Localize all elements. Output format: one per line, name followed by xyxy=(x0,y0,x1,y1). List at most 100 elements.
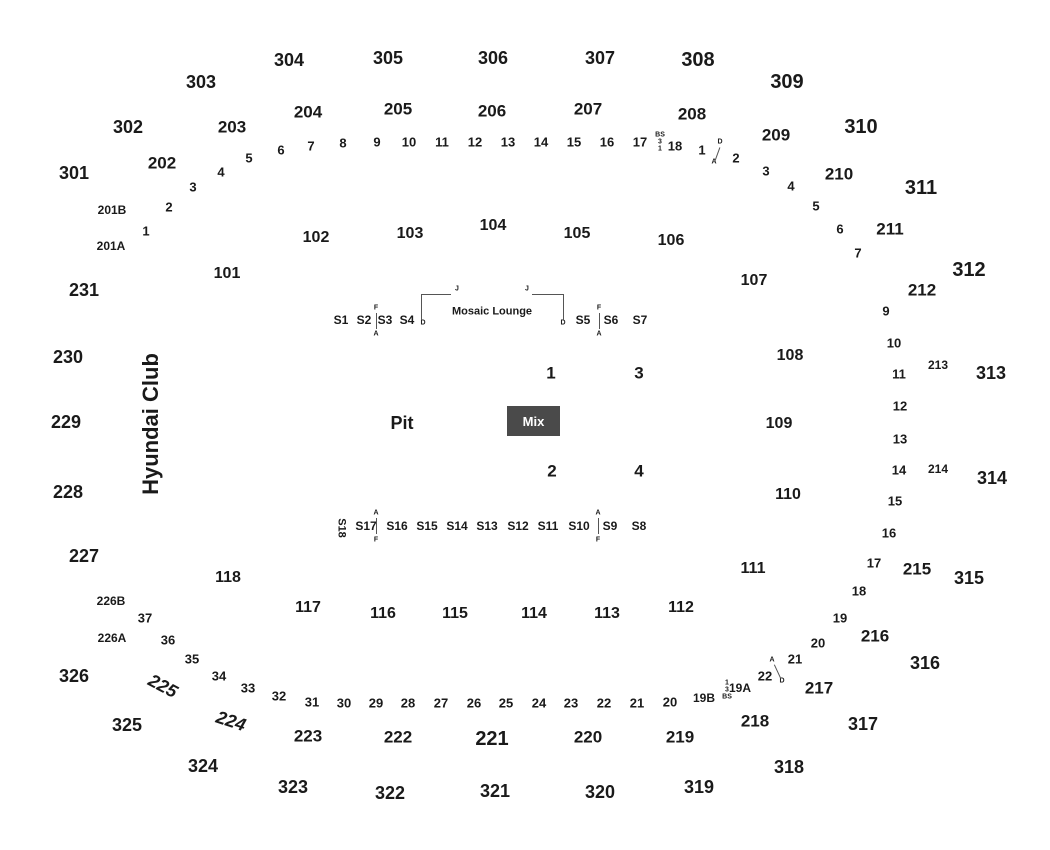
suite-row-2-19[interactable]: 2 xyxy=(732,150,740,166)
suite-row-22-41[interactable]: 22 xyxy=(596,695,612,711)
section-302[interactable]: 302 xyxy=(112,117,144,137)
section-117[interactable]: 117 xyxy=(295,599,321,616)
suite-row-16-15[interactable]: 16 xyxy=(599,134,615,150)
section-109[interactable]: 109 xyxy=(765,415,793,432)
suite-row-1-0[interactable]: 1 xyxy=(142,223,150,239)
suite-row-8-7[interactable]: 8 xyxy=(339,135,347,151)
suite-row-20-39[interactable]: 20 xyxy=(662,694,678,710)
floor-section-4[interactable]: 4 xyxy=(634,461,644,481)
section-118[interactable]: 118 xyxy=(215,569,241,586)
section-310[interactable]: 310 xyxy=(844,116,878,138)
section-104[interactable]: 104 xyxy=(479,217,507,234)
section-318[interactable]: 318 xyxy=(773,757,805,777)
section-107[interactable]: 107 xyxy=(740,272,768,289)
mosaic-lounge-label[interactable]: Mosaic Lounge xyxy=(451,305,533,318)
suite-row-10-9[interactable]: 10 xyxy=(401,134,417,150)
suite-row-9-8[interactable]: 9 xyxy=(373,134,381,150)
section-323[interactable]: 323 xyxy=(277,777,309,797)
suite-row-21-37[interactable]: 21 xyxy=(787,651,803,667)
suite-row-4-3[interactable]: 4 xyxy=(217,164,225,180)
suite-row-14-13[interactable]: 14 xyxy=(533,134,549,150)
stage-seat-S17[interactable]: S17 xyxy=(355,519,377,533)
suite-row-20-36[interactable]: 20 xyxy=(810,635,826,651)
section-106[interactable]: 106 xyxy=(657,232,685,249)
suite-row-34-53[interactable]: 34 xyxy=(211,668,227,684)
section-115[interactable]: 115 xyxy=(442,605,468,622)
suite-row-16-32[interactable]: 16 xyxy=(881,525,897,541)
section-203[interactable]: 203 xyxy=(217,117,247,137)
stage-seat-S15[interactable]: S15 xyxy=(416,519,438,533)
stage-seat-S4[interactable]: S4 xyxy=(399,313,415,327)
suite-row-17-33[interactable]: 17 xyxy=(866,555,882,571)
section-108[interactable]: 108 xyxy=(776,347,804,364)
section-226A[interactable]: 226A xyxy=(97,631,127,645)
section-208[interactable]: 208 xyxy=(677,104,707,124)
suite-row-12-11[interactable]: 12 xyxy=(467,134,483,150)
section-207[interactable]: 207 xyxy=(573,99,603,119)
section-304[interactable]: 304 xyxy=(273,50,305,70)
section-309[interactable]: 309 xyxy=(770,71,804,93)
section-225[interactable]: 225 xyxy=(145,670,181,702)
suite-row-10-26[interactable]: 10 xyxy=(886,335,902,351)
section-206[interactable]: 206 xyxy=(477,101,507,121)
suite-row-30-49[interactable]: 30 xyxy=(336,695,352,711)
suite-row-4-21[interactable]: 4 xyxy=(787,178,795,194)
suite-row-28-47[interactable]: 28 xyxy=(400,695,416,711)
section-301[interactable]: 301 xyxy=(58,163,90,183)
suite-row-11-10[interactable]: 11 xyxy=(435,134,449,150)
section-212[interactable]: 212 xyxy=(907,280,937,300)
suite-row-15-14[interactable]: 15 xyxy=(566,134,582,150)
suite-row-7-6[interactable]: 7 xyxy=(307,138,315,154)
section-303[interactable]: 303 xyxy=(185,72,217,92)
suite-row-29-48[interactable]: 29 xyxy=(368,695,384,711)
stage-seat-s18[interactable]: S18 xyxy=(335,518,348,538)
pit-section[interactable]: Pit xyxy=(390,413,414,433)
suite-row-9-25[interactable]: 9 xyxy=(882,303,890,319)
suite-row-2-1[interactable]: 2 xyxy=(165,199,173,215)
section-209[interactable]: 209 xyxy=(761,125,791,145)
stage-seat-S9[interactable]: S9 xyxy=(602,519,618,533)
section-305[interactable]: 305 xyxy=(372,48,404,68)
suite-row-35-54[interactable]: 35 xyxy=(184,651,200,667)
floor-section-1[interactable]: 1 xyxy=(546,363,556,383)
suite-row-15-31[interactable]: 15 xyxy=(887,493,903,509)
suite-row-11-27[interactable]: 11 xyxy=(892,366,906,382)
section-205[interactable]: 205 xyxy=(383,99,413,119)
stage-seat-S3[interactable]: S3 xyxy=(377,313,393,327)
section-103[interactable]: 103 xyxy=(396,225,424,242)
stage-seat-S5[interactable]: S5 xyxy=(575,313,591,327)
suite-row-14-30[interactable]: 14 xyxy=(891,462,907,478)
section-201B[interactable]: 201B xyxy=(97,203,127,217)
suite-row-33-52[interactable]: 33 xyxy=(240,680,256,696)
stage-seat-S13[interactable]: S13 xyxy=(476,519,498,533)
suite-row-21-40[interactable]: 21 xyxy=(629,695,645,711)
section-214[interactable]: 214 xyxy=(927,462,949,476)
suite-row-3-2[interactable]: 3 xyxy=(189,179,197,195)
suite-row-36-55[interactable]: 36 xyxy=(160,632,176,648)
section-314[interactable]: 314 xyxy=(976,468,1008,488)
section-226B[interactable]: 226B xyxy=(96,594,126,608)
suite-row-18-17[interactable]: 18 xyxy=(667,138,683,154)
section-315[interactable]: 315 xyxy=(953,568,985,588)
section-201A[interactable]: 201A xyxy=(96,239,126,253)
section-312[interactable]: 312 xyxy=(952,259,986,281)
section-222[interactable]: 222 xyxy=(383,727,413,747)
suite-row-12-28[interactable]: 12 xyxy=(892,398,908,414)
suite-row-37-56[interactable]: 37 xyxy=(137,610,153,626)
section-218[interactable]: 218 xyxy=(740,711,770,731)
section-114[interactable]: 114 xyxy=(521,605,547,622)
section-204[interactable]: 204 xyxy=(293,102,323,122)
suite-row-17-16[interactable]: 17 xyxy=(632,134,648,150)
section-319[interactable]: 319 xyxy=(683,777,715,797)
section-202[interactable]: 202 xyxy=(147,153,177,173)
section-219[interactable]: 219 xyxy=(665,727,695,747)
section-324[interactable]: 324 xyxy=(187,756,219,776)
section-320[interactable]: 320 xyxy=(584,782,616,802)
section-215[interactable]: 215 xyxy=(902,559,932,579)
section-322[interactable]: 322 xyxy=(374,783,406,803)
suite-row-6-23[interactable]: 6 xyxy=(836,221,844,237)
section-213[interactable]: 213 xyxy=(927,358,949,372)
section-228[interactable]: 228 xyxy=(52,482,84,502)
suite-row-19A[interactable]: 19A xyxy=(728,681,752,695)
suite-row-3-20[interactable]: 3 xyxy=(762,163,770,179)
